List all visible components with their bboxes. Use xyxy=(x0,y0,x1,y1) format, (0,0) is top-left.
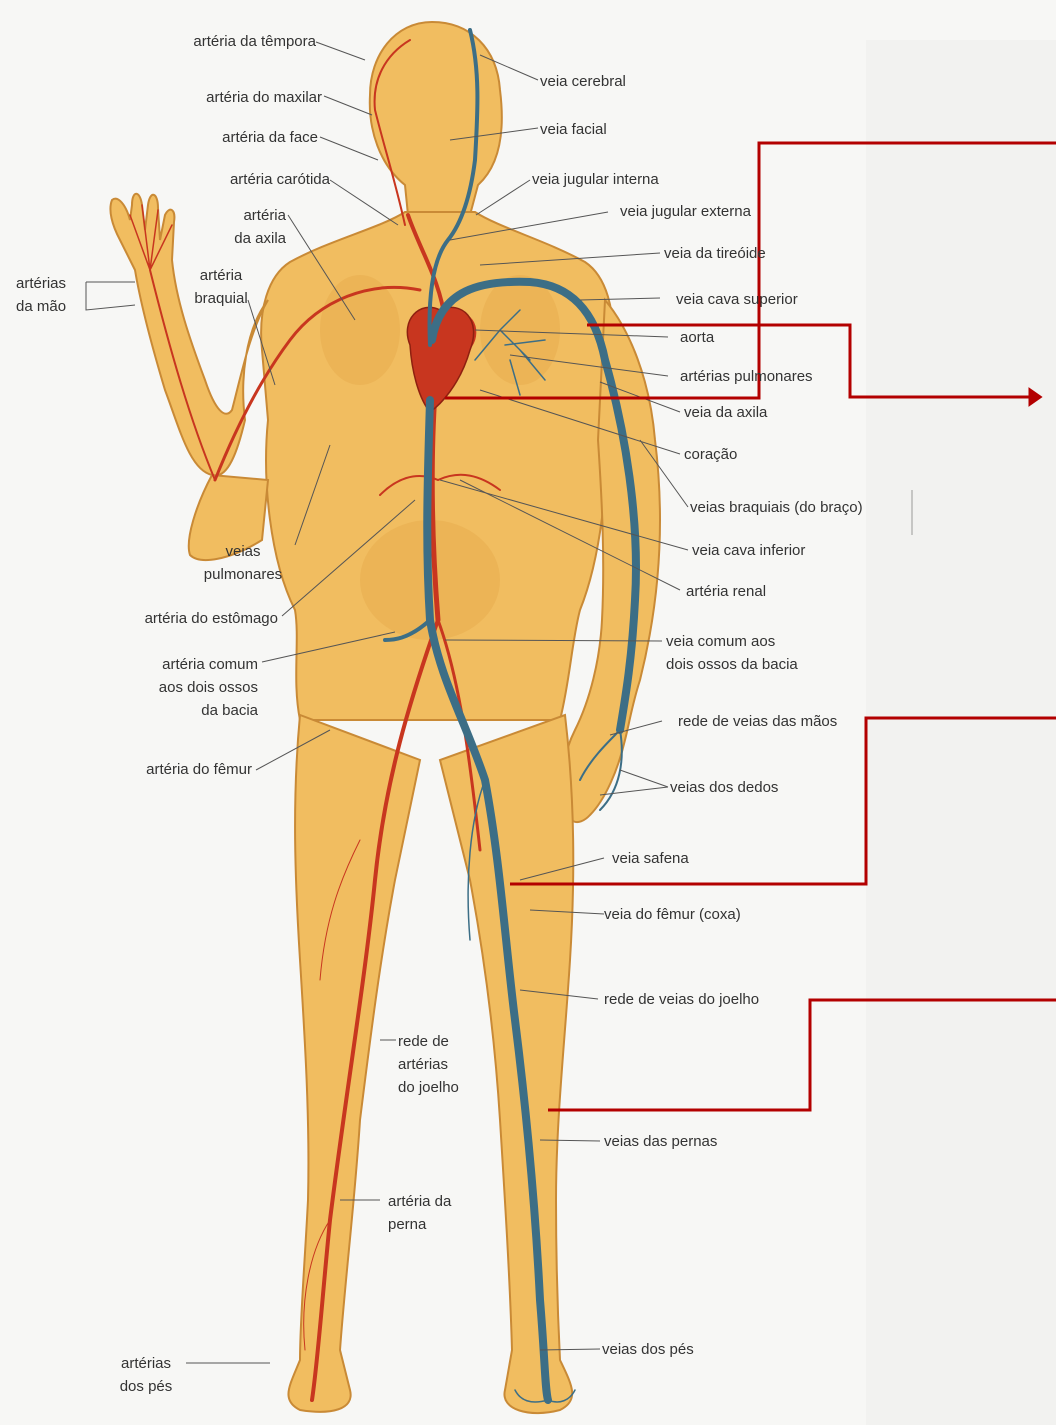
label-arteria-carotida: artéria carótida xyxy=(230,168,330,191)
label-arteria-axila: artéria da axila xyxy=(234,204,286,250)
label-veia-axila: veia da axila xyxy=(684,401,767,424)
label-veia-tireoide: veia da tireóide xyxy=(664,242,766,265)
label-arterias-pulmonares: artérias pulmonares xyxy=(680,365,813,388)
label-veia-cerebral: veia cerebral xyxy=(540,70,626,93)
label-arteria-estomago: artéria do estômago xyxy=(145,607,278,630)
label-arteria-femur: artéria do fêmur xyxy=(146,758,252,781)
label-arterias-mao: artérias da mão xyxy=(16,272,66,318)
label-arteria-face: artéria da face xyxy=(222,126,318,149)
label-arteria-maxilar: artéria do maxilar xyxy=(206,86,322,109)
label-veias-pulmonares: veias pulmonares xyxy=(188,540,298,586)
label-veia-cava-superior: veia cava superior xyxy=(676,288,798,311)
label-veia-jugular-externa: veia jugular externa xyxy=(620,200,751,223)
label-veia-femur: veia do fêmur (coxa) xyxy=(604,903,741,926)
label-veias-braquiais: veias braquiais (do braço) xyxy=(690,496,863,519)
label-rede-arterias-joelho: rede de artérias do joelho xyxy=(398,1030,459,1099)
label-veias-dedos: veias dos dedos xyxy=(670,776,778,799)
label-veia-comum-bacia: veia comum aos dois ossos da bacia xyxy=(666,630,798,676)
background-panel xyxy=(866,40,1056,1425)
label-rede-veias-maos: rede de veias das mãos xyxy=(678,710,837,733)
label-veia-safena: veia safena xyxy=(612,847,689,870)
label-veia-cava-inferior: veia cava inferior xyxy=(692,539,805,562)
label-veia-jugular-interna: veia jugular interna xyxy=(532,168,659,191)
label-coracao: coração xyxy=(684,443,737,466)
label-arteria-perna: artéria da perna xyxy=(388,1190,451,1236)
label-arteria-tempora: artéria da têmpora xyxy=(193,30,316,53)
label-rede-veias-joelho: rede de veias do joelho xyxy=(604,988,759,1011)
label-veias-pernas: veias das pernas xyxy=(604,1130,717,1153)
label-arteria-braquial: artéria braquial xyxy=(186,264,256,310)
label-arteria-renal: artéria renal xyxy=(686,580,766,603)
label-arterias-pes: artérias dos pés xyxy=(108,1352,184,1398)
label-veia-facial: veia facial xyxy=(540,118,607,141)
label-arteria-comum-bacia: artéria comum aos dois ossos da bacia xyxy=(159,653,258,722)
label-aorta: aorta xyxy=(680,326,714,349)
label-veias-pes: veias dos pés xyxy=(602,1338,694,1361)
